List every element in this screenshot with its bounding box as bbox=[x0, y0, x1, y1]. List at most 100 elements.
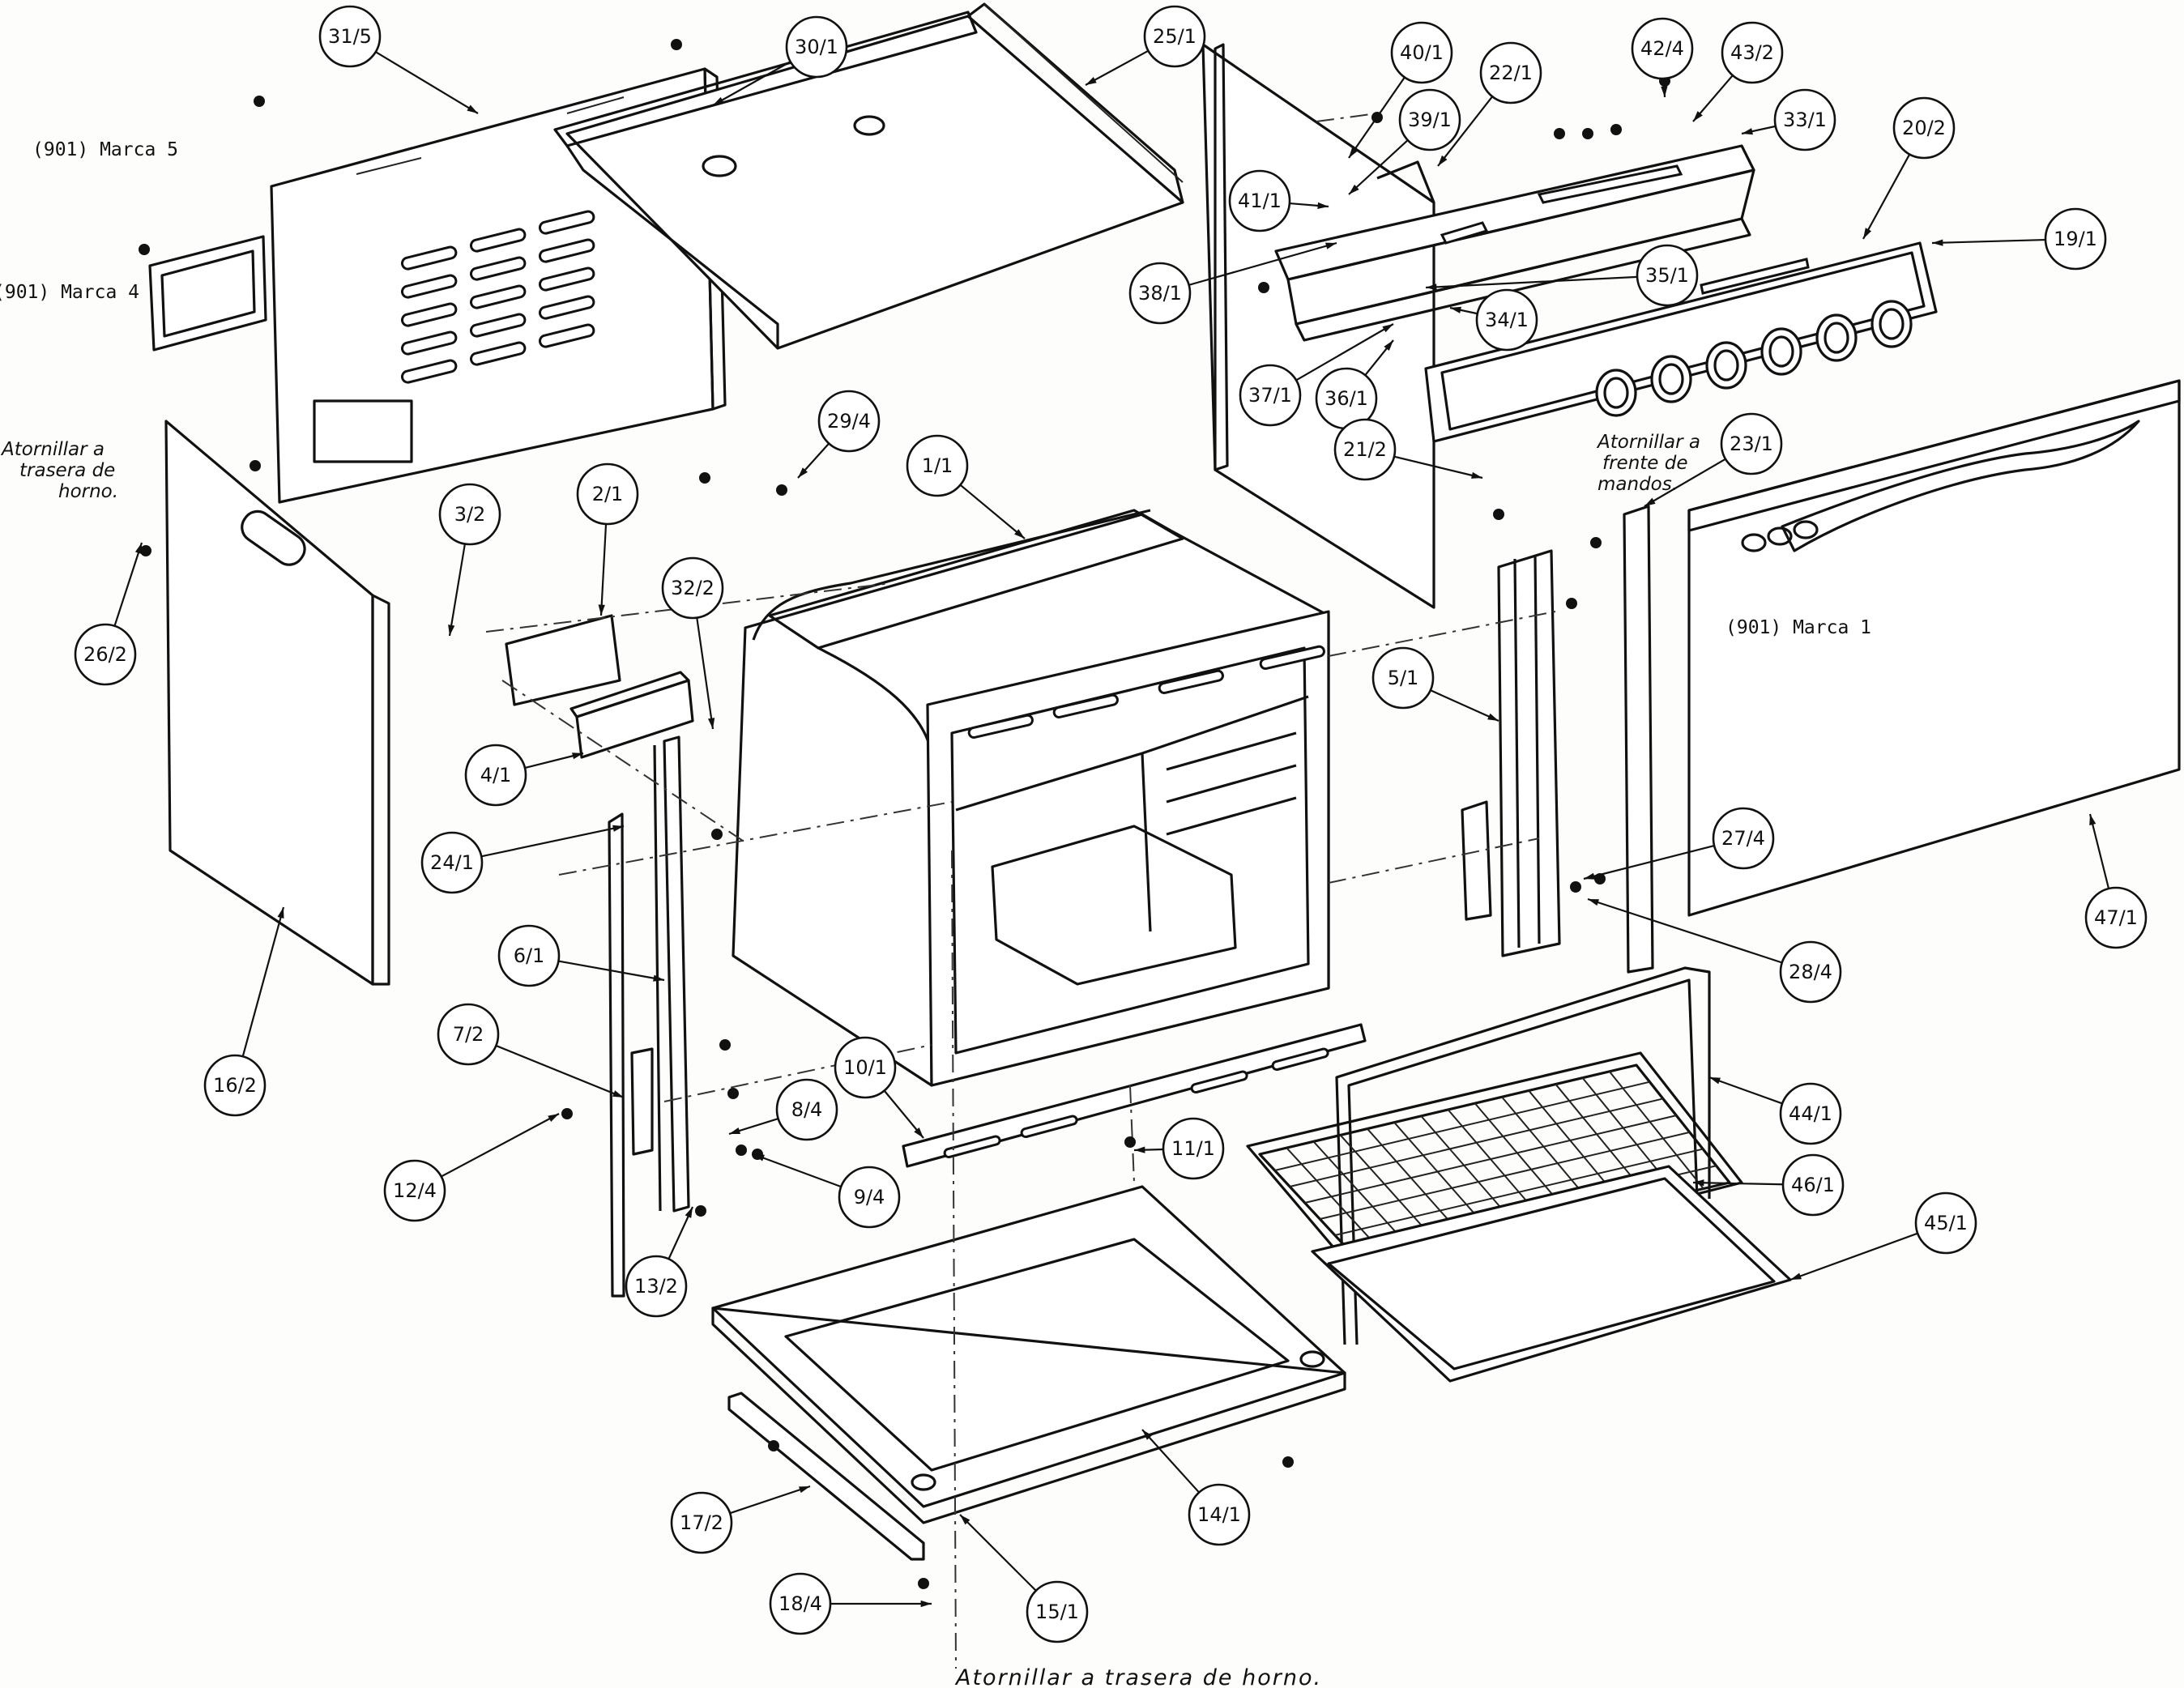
right-side-frame bbox=[1461, 505, 1654, 974]
screw bbox=[1493, 509, 1504, 520]
callout-label: 18/4 bbox=[778, 1592, 822, 1615]
callout-leader bbox=[375, 51, 479, 114]
callout-bubble: 25/1 bbox=[1143, 5, 1206, 68]
leader-arrowhead bbox=[1932, 239, 1943, 246]
shelf-cross-wire bbox=[1334, 1148, 1704, 1236]
screw bbox=[1566, 598, 1577, 609]
callout-label: 46/1 bbox=[1791, 1174, 1835, 1196]
shelf-wire bbox=[1609, 1071, 1704, 1190]
callout-leader bbox=[1295, 323, 1394, 382]
callout-leaders bbox=[113, 49, 2110, 1608]
callout-circle bbox=[834, 1036, 897, 1099]
vent-slot bbox=[469, 256, 527, 281]
leader-arrowhead bbox=[729, 1127, 740, 1134]
callout-bubble: 30/1 bbox=[785, 15, 848, 79]
callout-bubble: 26/2 bbox=[74, 623, 137, 686]
callout-circle bbox=[464, 744, 527, 807]
screw bbox=[695, 1205, 706, 1217]
screw bbox=[736, 1145, 747, 1156]
terminal-block bbox=[505, 614, 694, 759]
callout-leader bbox=[729, 1485, 811, 1515]
callout-circle bbox=[1721, 21, 1784, 84]
leader-arrowhead bbox=[1742, 128, 1753, 135]
control-knob bbox=[1595, 369, 1637, 417]
callout-leader bbox=[1425, 275, 1638, 289]
callout-label: 32/2 bbox=[671, 577, 714, 599]
callout-label: 41/1 bbox=[1238, 190, 1282, 212]
callout-leader bbox=[1789, 1232, 1918, 1281]
vent-slot bbox=[538, 295, 595, 320]
note-frente-line3: mandos. bbox=[1597, 474, 1678, 495]
callout-bubble: 42/4 bbox=[1631, 17, 1694, 80]
assembly-center-lines bbox=[485, 113, 1556, 1669]
leader-arrowhead bbox=[708, 718, 715, 729]
callout-circle bbox=[2044, 207, 2107, 271]
leader-arrowhead bbox=[598, 604, 605, 616]
leader-arrowhead bbox=[1384, 340, 1393, 352]
note-frente-line2: frente de bbox=[1602, 453, 1688, 474]
callout-leader bbox=[1692, 1181, 1784, 1186]
leader-arrowhead bbox=[1790, 1272, 1802, 1280]
leader-arrowhead bbox=[1086, 76, 1097, 85]
callout-label: 3/2 bbox=[454, 503, 486, 526]
callout-bubble: 46/1 bbox=[1781, 1153, 1845, 1217]
callout-label: 10/1 bbox=[843, 1056, 887, 1079]
leader-arrowhead bbox=[914, 1127, 924, 1138]
leader-arrowhead bbox=[1709, 1077, 1721, 1085]
callout-leader bbox=[1393, 455, 1483, 480]
leader-arrowhead bbox=[1693, 111, 1703, 121]
callout-leader bbox=[959, 1514, 1037, 1592]
callout-bubble: 14/1 bbox=[1188, 1483, 1251, 1546]
callout-leader bbox=[558, 960, 665, 982]
knob-inner bbox=[1824, 322, 1849, 354]
leader-arrowhead bbox=[1693, 1179, 1704, 1187]
callout-leader bbox=[241, 906, 285, 1057]
note-marca4: (901) Marca 4 bbox=[0, 282, 139, 303]
leader-arrowhead bbox=[799, 1486, 810, 1494]
callout-circle bbox=[1143, 5, 1206, 68]
leader-arrowhead bbox=[920, 1600, 932, 1608]
callout-leader bbox=[1141, 1429, 1200, 1494]
callout-leader bbox=[712, 61, 791, 106]
callout-leader bbox=[1437, 96, 1494, 167]
leader-arrowhead bbox=[1584, 872, 1595, 880]
callout-label: 29/4 bbox=[827, 410, 871, 433]
door-vent bbox=[1741, 533, 1767, 552]
leader-arrowhead bbox=[653, 974, 664, 982]
note-frente-line1: Atornillar a bbox=[1596, 432, 1700, 453]
callout-label: 9/4 bbox=[854, 1186, 885, 1208]
callout-bubble: 17/2 bbox=[670, 1491, 733, 1554]
callout-label: 47/1 bbox=[2094, 906, 2138, 929]
callout-circle bbox=[1371, 646, 1435, 710]
callout-label: 40/1 bbox=[1400, 41, 1444, 64]
annotations: (901) Marca 5 (901) Marca 4 (901) Marca … bbox=[0, 139, 1871, 1688]
callout-label: 31/5 bbox=[328, 25, 372, 48]
leader-arrowhead bbox=[1382, 324, 1393, 333]
callout-label: 24/1 bbox=[430, 851, 474, 874]
vent-slot bbox=[538, 323, 595, 348]
vent-slot bbox=[400, 302, 458, 327]
side-panel-left bbox=[164, 420, 390, 986]
callout-leader bbox=[1708, 1076, 1783, 1105]
callout-label: 6/1 bbox=[514, 944, 545, 967]
screw bbox=[1282, 1456, 1294, 1468]
back-panel bbox=[270, 67, 727, 504]
knob-inner bbox=[1768, 335, 1794, 368]
callout-label: 30/1 bbox=[795, 36, 838, 58]
callout-leader bbox=[959, 484, 1026, 539]
screw bbox=[1582, 128, 1593, 139]
callout-bubble: 5/1 bbox=[1371, 646, 1435, 710]
screw bbox=[1554, 128, 1565, 139]
callout-circle bbox=[1781, 1153, 1845, 1217]
shelf-cross-wire bbox=[1304, 1115, 1677, 1204]
callout-label: 19/1 bbox=[2054, 228, 2097, 250]
callout-label: 36/1 bbox=[1324, 387, 1368, 410]
callout-bubble: 21/2 bbox=[1333, 418, 1397, 481]
callout-circle bbox=[670, 1491, 733, 1554]
callout-circle bbox=[1228, 169, 1291, 232]
callout-circle bbox=[74, 623, 137, 686]
screw bbox=[1590, 537, 1602, 548]
callout-circle bbox=[1162, 1117, 1225, 1180]
